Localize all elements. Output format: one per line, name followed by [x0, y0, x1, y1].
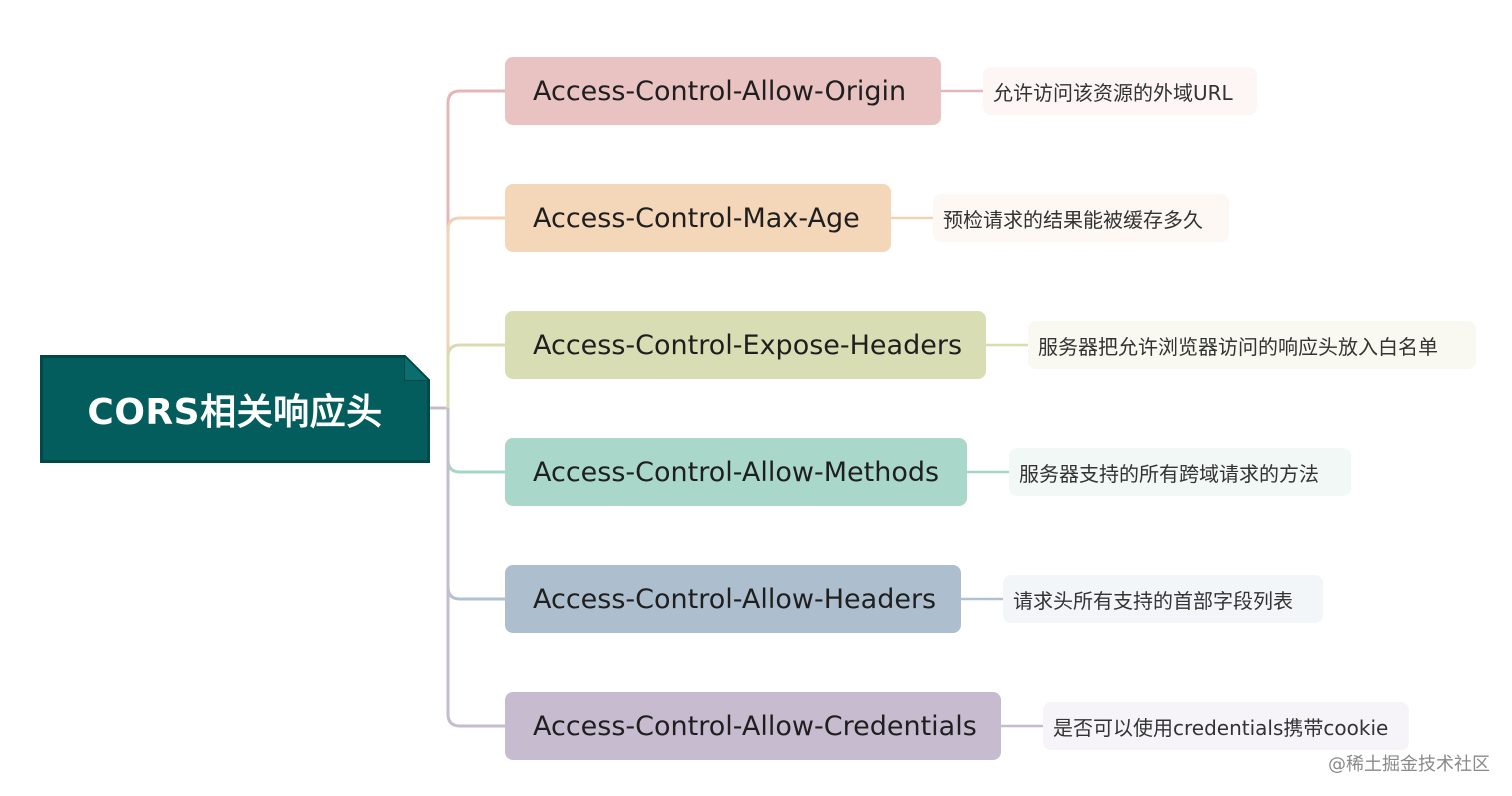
branch-connector [446, 216, 505, 408]
desc-label: 服务器把允许浏览器访问的响应头放入白名单 [1038, 334, 1438, 359]
desc-label: 允许访问该资源的外域URL [993, 80, 1233, 105]
desc-node-allow-methods[interactable]: 服务器支持的所有跨域请求的方法 [1009, 448, 1351, 496]
branch-label: Access-Control-Max-Age [533, 202, 860, 234]
desc-label: 服务器支持的所有跨域请求的方法 [1019, 461, 1319, 486]
desc-node-expose-headers[interactable]: 服务器把允许浏览器访问的响应头放入白名单 [1028, 321, 1476, 369]
desc-label: 请求头所有支持的首部字段列表 [1013, 588, 1293, 613]
desc-label: 预检请求的结果能被缓存多久 [943, 207, 1203, 232]
branch-connector [446, 89, 505, 408]
root-node[interactable]: CORS相关响应头 [40, 355, 430, 463]
branch-node-expose-headers[interactable]: Access-Control-Expose-Headers [505, 311, 986, 379]
branch-label: Access-Control-Allow-Headers [533, 583, 937, 615]
branch-node-allow-origin[interactable]: Access-Control-Allow-Origin [505, 57, 941, 125]
note-fold-icon [404, 355, 430, 381]
branch-connector [446, 343, 505, 408]
branch-connector [446, 408, 505, 728]
root-label: CORS相关响应头 [87, 392, 383, 433]
branch-node-allow-headers[interactable]: Access-Control-Allow-Headers [505, 565, 961, 633]
watermark: @稀土掘金技术社区 [1328, 754, 1490, 775]
branch-label: Access-Control-Allow-Origin [533, 75, 907, 107]
desc-node-allow-headers[interactable]: 请求头所有支持的首部字段列表 [1003, 575, 1323, 623]
desc-node-allow-credentials[interactable]: 是否可以使用credentials携带cookie [1043, 702, 1409, 750]
desc-node-allow-origin[interactable]: 允许访问该资源的外域URL [983, 67, 1257, 115]
branch-connector [446, 408, 505, 601]
desc-node-max-age[interactable]: 预检请求的结果能被缓存多久 [933, 194, 1229, 242]
branch-label: Access-Control-Allow-Credentials [533, 710, 977, 742]
branch-node-max-age[interactable]: Access-Control-Max-Age [505, 184, 891, 252]
branch-connector [446, 408, 505, 474]
desc-label: 是否可以使用credentials携带cookie [1053, 715, 1389, 740]
branch-node-allow-methods[interactable]: Access-Control-Allow-Methods [505, 438, 967, 506]
branch-label: Access-Control-Expose-Headers [533, 329, 963, 361]
branch-label: Access-Control-Allow-Methods [533, 456, 940, 488]
branch-node-allow-credentials[interactable]: Access-Control-Allow-Credentials [505, 692, 1001, 760]
